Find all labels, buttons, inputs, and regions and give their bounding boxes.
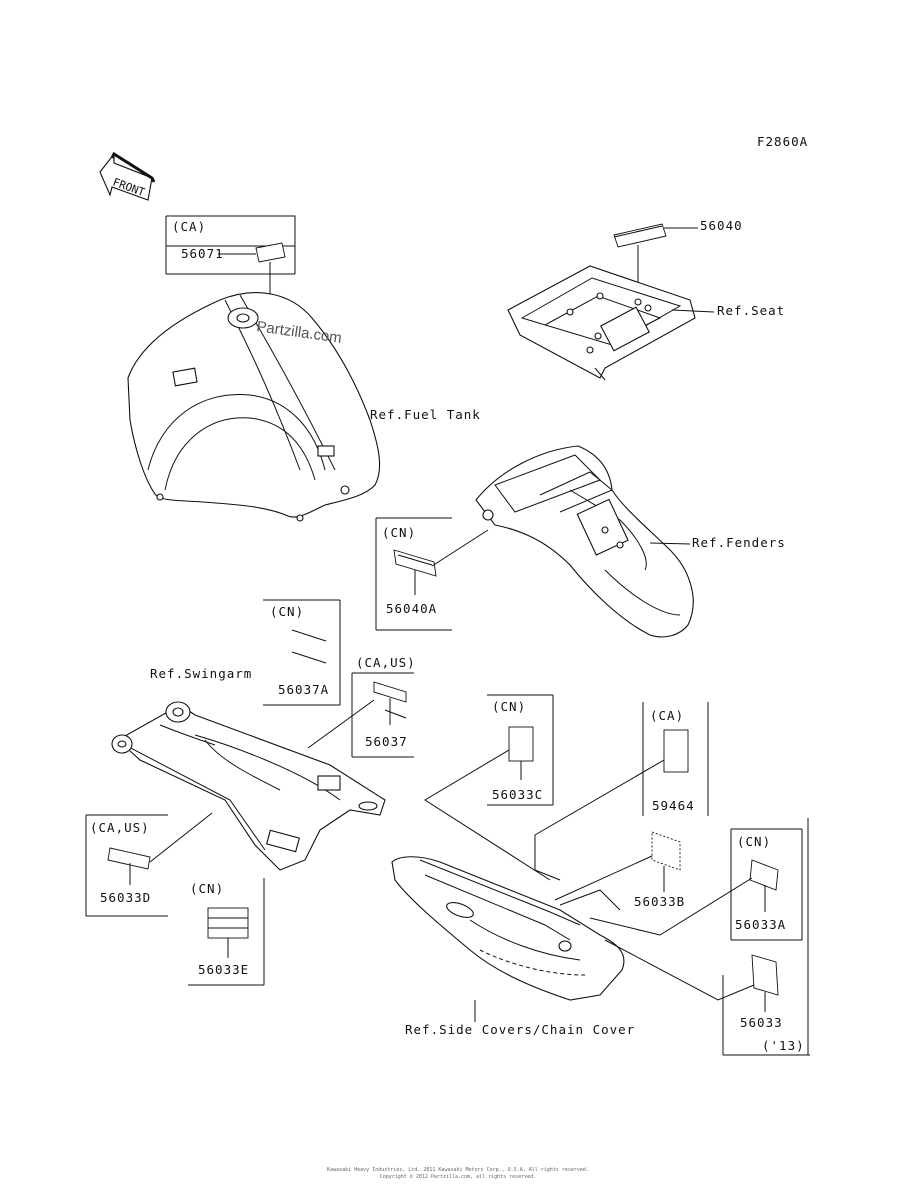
seat-part [507,265,696,381]
group-56040: 56040 [613,218,743,340]
group-cn-cover-c: (CN) 56033C [424,694,554,881]
decal-56040 [613,223,667,248]
part-56033D-label[interactable]: 56033D [100,890,151,905]
decal-56033B [651,831,681,871]
ref-fuel-tank[interactable]: Ref.Fuel Tank [370,407,481,422]
group-label-cn-cover-a: (CN) [737,834,771,849]
group-label-cn-lower: (CN) [190,881,224,896]
decal-56033E [207,907,249,939]
front-arrow-icon: FRONT [99,151,156,201]
footer-copyright-2: Copyright © 2012 Partzilla.com, all righ… [380,1174,537,1180]
group-cn-lower: (CN) 56033E [188,878,265,986]
group-cn-cover-a: (CN) 56033A [589,828,803,941]
decal-56033 [751,954,779,996]
group-label-cn-cover-c: (CN) [492,699,526,714]
part-56033C-label[interactable]: 56033C [492,787,543,802]
part-56037A-label[interactable]: 56037A [278,682,329,697]
group-ca-cover: (CA) 59464 [534,702,709,881]
part-56037-label[interactable]: 56037 [365,734,408,749]
group-label-ca-cover: (CA) [650,708,684,723]
part-56033E-label[interactable]: 56033E [198,962,249,977]
figure-code: F2860A [757,134,808,149]
ref-swingarm[interactable]: Ref.Swingarm [150,666,252,681]
ref-side-covers[interactable]: Ref.Side Covers/Chain Cover [405,1022,635,1037]
group-caus-lower: (CA,US) 56033D [85,812,213,917]
fuel-tank-part [127,292,381,522]
part-56071-label[interactable]: 56071 [181,246,224,261]
group-56033B: 56033B [554,831,685,909]
decal-56037 [373,681,407,703]
swingarm-part [111,701,386,871]
part-56040-label[interactable]: 56040 [700,218,743,233]
ref-fenders[interactable]: Ref.Fenders [692,535,786,550]
part-56033-label[interactable]: 56033 [740,1015,783,1030]
part-56040A-label[interactable]: 56040A [386,601,437,616]
group-label-caus-swing: (CA,US) [356,655,416,670]
footer-copyright-1: Kawasaki Heavy Industries, Ltd. 2011 Kaw… [327,1167,589,1173]
decal-56071 [255,242,286,263]
group-label-cn-fender: (CN) [382,525,416,540]
group-label-cn-swing: (CN) [270,604,304,619]
decal-56033A [749,859,779,891]
side-cover-part [391,856,625,1001]
group-label-ca-tank: (CA) [172,219,206,234]
group-ca-tank: (CA) 56071 [165,215,296,340]
group-cn-swing: (CN) 56037A [263,599,341,706]
part-59464-label[interactable]: 59464 [652,798,695,813]
group-label-caus-lower: (CA,US) [90,820,150,835]
group-56033: 56033 ('13) [604,818,810,1056]
decal-59464 [663,729,689,773]
part-56033A-label[interactable]: 56033A [735,917,786,932]
decal-56033D [107,847,151,870]
fender-part [475,445,694,638]
group-cn-fender: (CN) 56040A [375,517,489,631]
group-caus-swing: (CA,US) 56037 [307,655,416,758]
part-56033B-label[interactable]: 56033B [634,894,685,909]
group-label-year-13: ('13) [762,1038,805,1053]
ref-seat[interactable]: Ref.Seat [717,303,785,318]
decal-56033C [508,726,534,762]
